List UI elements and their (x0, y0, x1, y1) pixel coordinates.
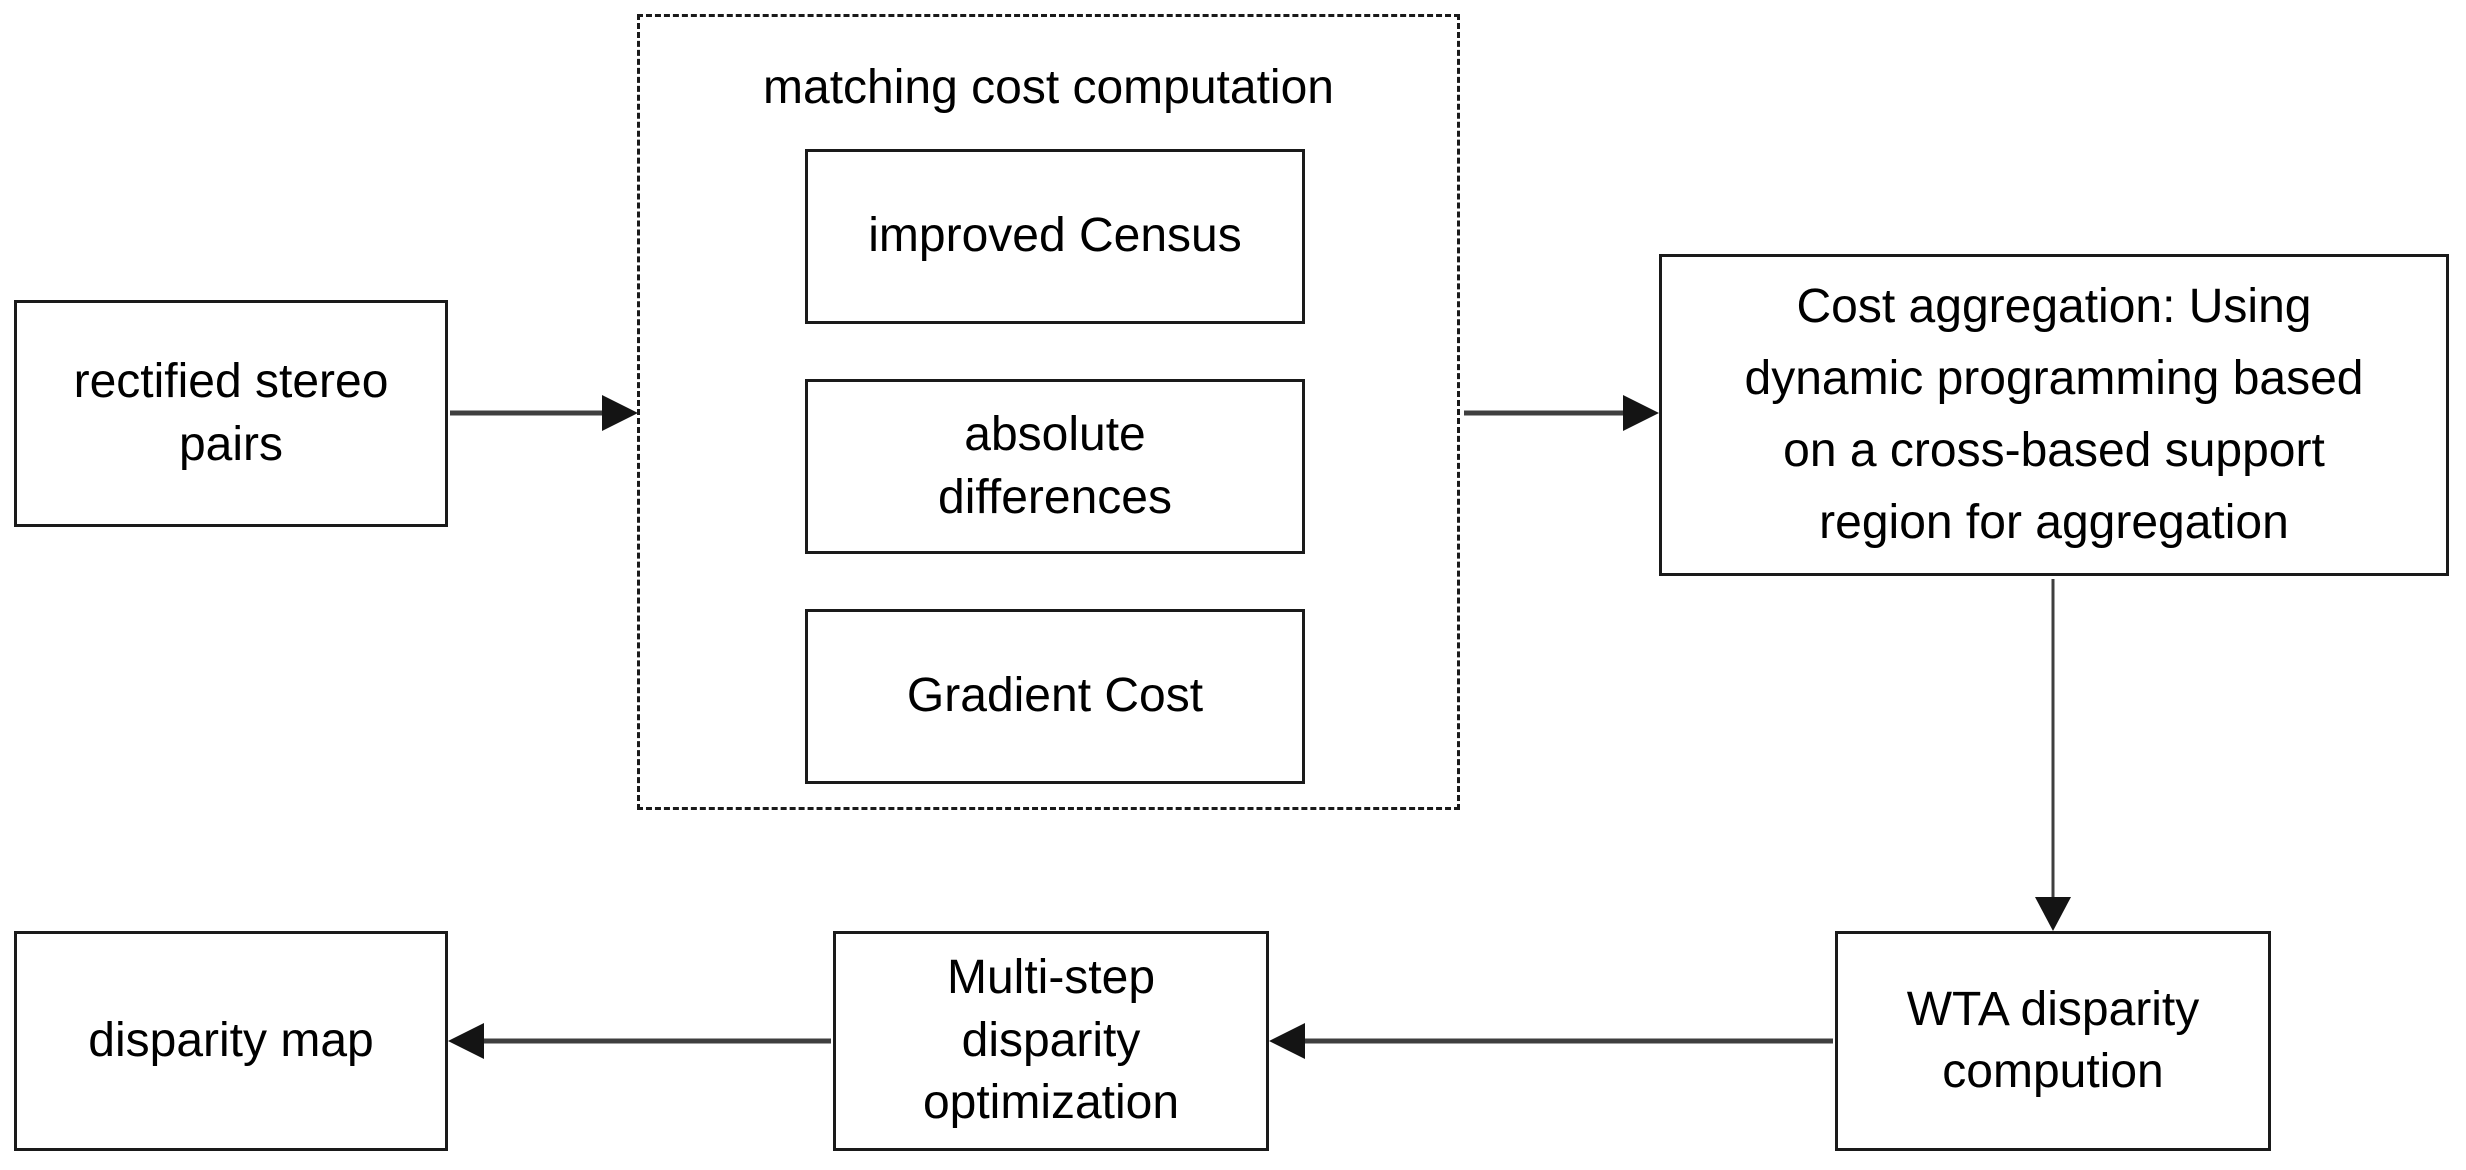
node-label-line: disparity map (88, 1013, 374, 1067)
node-label-line: Cost aggregation: Using (1796, 280, 2312, 333)
node-label-line: compution (1942, 1045, 2164, 1098)
node-label: Multi-step disparity optimization (836, 947, 1266, 1134)
node-label-line: on a cross-based support (1783, 424, 2325, 477)
node-absolute-differences: absolute differences (805, 379, 1305, 554)
node-label: improved Census (808, 205, 1302, 267)
node-disparity-map: disparity map (14, 931, 448, 1151)
node-label-line: disparity (961, 1013, 1141, 1067)
node-label-line: dynamic programming based (1744, 352, 2364, 405)
node-label-line: absolute (964, 408, 1146, 462)
arrow-aggregation-to-wta (2035, 579, 2071, 931)
node-label-line: pairs (178, 417, 284, 471)
node-label: rectified stereo pairs (17, 351, 445, 476)
node-cost-aggregation: Cost aggregation: Using dynamic programm… (1659, 254, 2449, 576)
node-label: disparity map (17, 1010, 445, 1072)
arrow-multistep-to-disparity (448, 1023, 831, 1059)
node-label: absolute differences (808, 404, 1302, 529)
node-wta-disparity-compution: WTA disparity compution (1835, 931, 2271, 1151)
arrow-head-right-icon (1623, 395, 1659, 431)
arrow-head-right-icon (602, 395, 638, 431)
node-multistep-disparity-optimization: Multi-step disparity optimization (833, 931, 1269, 1151)
arrow-head-left-icon (1269, 1023, 1305, 1059)
node-label-line: Multi-step (946, 951, 1156, 1005)
arrow-rectified-to-matching (450, 395, 638, 431)
node-label-line: differences (938, 470, 1172, 524)
node-rectified-stereo-pairs: rectified stereo pairs (14, 300, 448, 527)
arrow-wta-to-multistep (1269, 1023, 1833, 1059)
node-label: WTA disparity compution (1838, 979, 2268, 1104)
node-label-line: Gradient Cost (906, 669, 1204, 723)
arrow-head-down-icon (2035, 897, 2071, 931)
node-label-line: rectified stereo (73, 355, 389, 409)
node-label: Cost aggregation: Using dynamic programm… (1662, 271, 2446, 559)
node-label-line: improved Census (868, 209, 1242, 263)
node-label-line: WTA disparity (1906, 982, 2200, 1036)
group-matching-cost-computation: matching cost computation improved Censu… (637, 14, 1460, 810)
node-improved-census: improved Census (805, 149, 1305, 324)
arrow-matching-to-aggregation (1464, 395, 1659, 431)
node-label-line: region for aggregation (1819, 496, 2289, 549)
arrow-head-left-icon (448, 1023, 484, 1059)
node-gradient-cost: Gradient Cost (805, 609, 1305, 784)
group-title: matching cost computation (763, 61, 1334, 114)
node-label-line: optimization (922, 1076, 1180, 1130)
node-label: Gradient Cost (808, 665, 1302, 727)
